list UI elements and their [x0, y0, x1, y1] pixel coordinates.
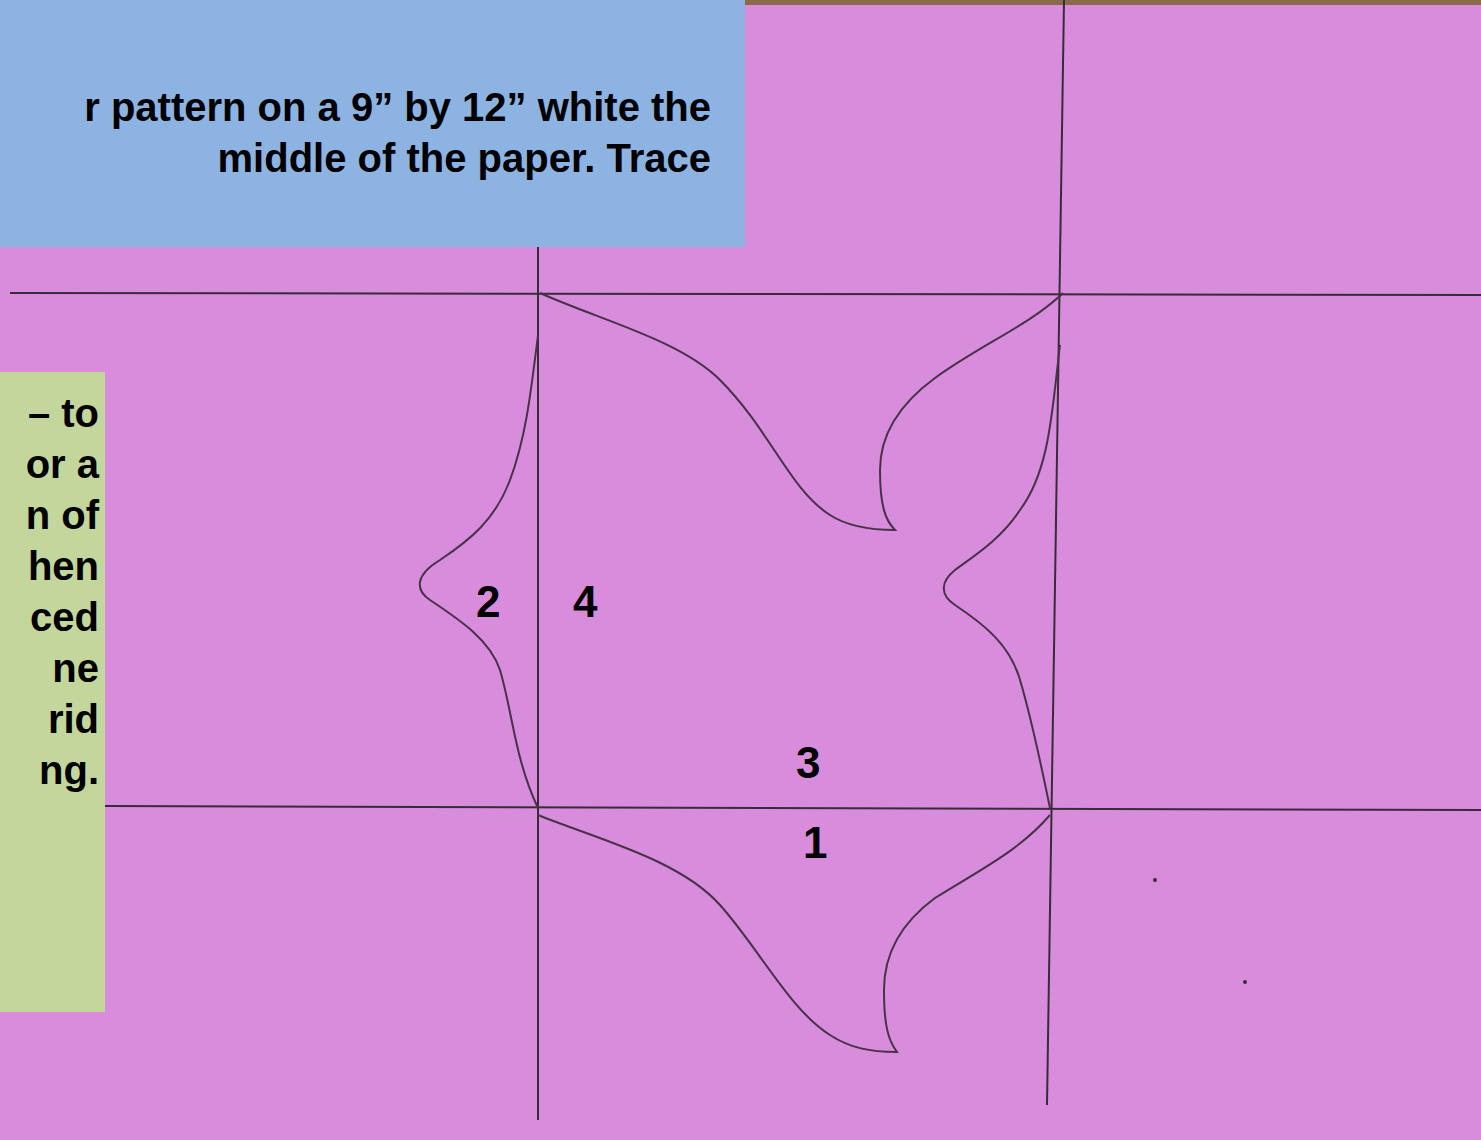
dove-wing-top — [540, 293, 1063, 530]
dove-outline — [420, 293, 1063, 1052]
grid-line — [1047, 0, 1064, 1105]
grid-line — [105, 806, 1481, 810]
callout-number: 2 — [476, 580, 500, 624]
instruction-text: – to or a n of hen ced ne rid ng. — [0, 388, 99, 796]
dove-wing-bottom — [538, 815, 1050, 1052]
grid-line — [10, 293, 1481, 295]
callout-number: 1 — [803, 821, 827, 865]
speck — [1153, 878, 1157, 882]
dove-bump-right — [944, 345, 1060, 808]
grid-line — [537, 247, 539, 1120]
callout-number: 4 — [573, 580, 597, 624]
instruction-text: r pattern on a 9” by 12” white the middl… — [22, 82, 711, 184]
grid-lines — [10, 0, 1481, 1120]
callout-number: 3 — [796, 741, 820, 785]
instruction-box: r pattern on a 9” by 12” white the middl… — [0, 0, 745, 247]
instruction-box: – to or a n of hen ced ne rid ng. — [0, 372, 105, 1012]
speck — [1243, 980, 1247, 984]
dove-bump-left — [420, 335, 538, 808]
